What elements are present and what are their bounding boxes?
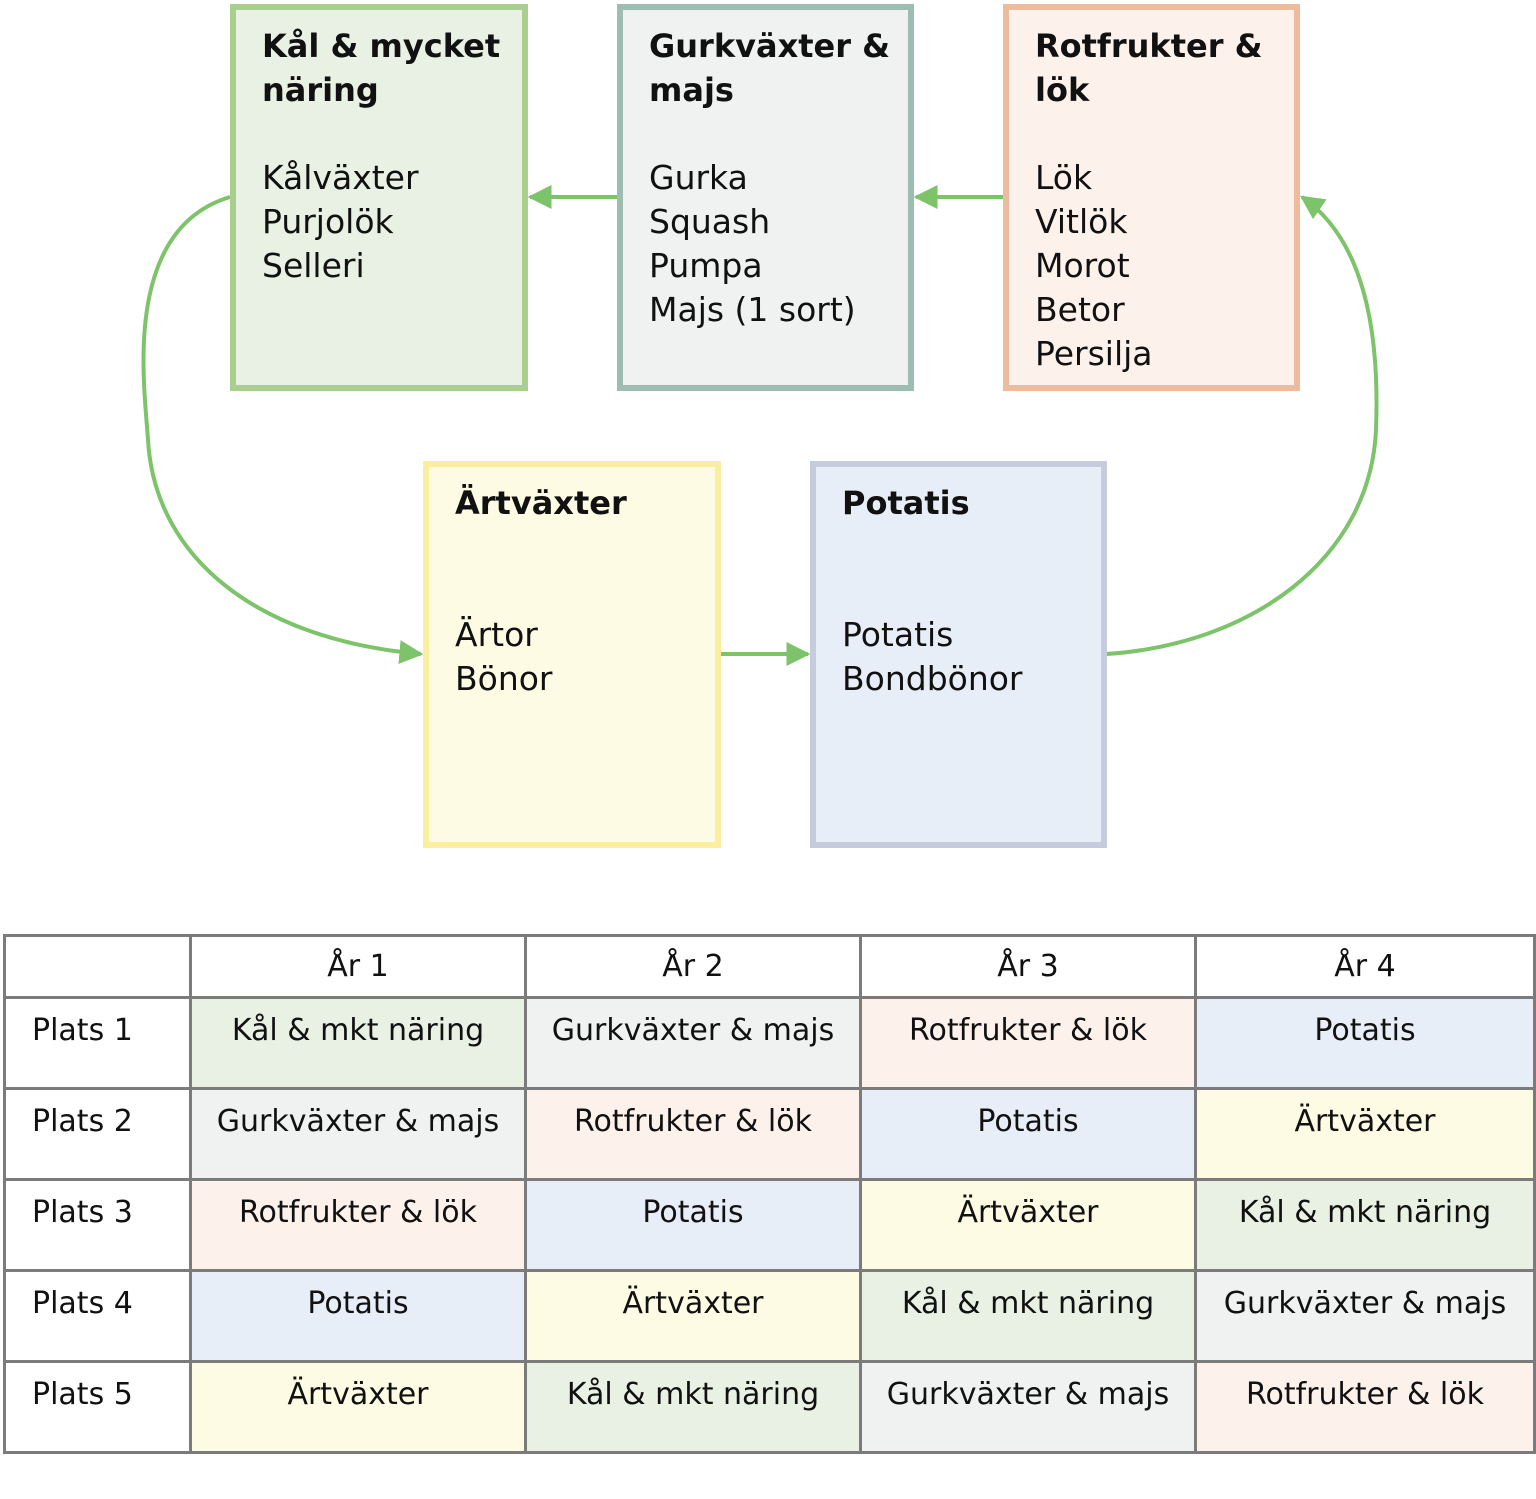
crop-cell: Ärtväxter <box>524 1269 862 1363</box>
box-title: Potatis <box>842 484 970 522</box>
box-item: Morot <box>1035 246 1130 285</box>
crop-cell: Kål & mkt näring <box>859 1269 1197 1363</box>
plats-label: Plats 2 <box>3 1087 192 1181</box>
arrow-pot-to-rot <box>1105 195 1379 656</box>
rotation-arrows <box>141 185 1379 666</box>
crop-cell: Potatis <box>859 1087 1197 1181</box>
box-item: Squash <box>649 202 771 241</box>
crop-cell: Rotfrukter & lök <box>859 996 1197 1090</box>
plats-label: Plats 3 <box>3 1178 192 1272</box>
crop-cell: Gurkväxter & majs <box>859 1360 1197 1454</box>
crop-cell: Ärtväxter <box>189 1360 527 1454</box>
box-item: Bönor <box>455 659 553 698</box>
box-title: Gurkväxter & majs <box>649 27 891 109</box>
crop-cell: Kål & mkt näring <box>189 996 527 1090</box>
box-item: Persilja <box>1035 334 1153 373</box>
box-item: Gurka <box>649 158 748 197</box>
crop-cell: Gurkväxter & majs <box>1194 1269 1536 1363</box>
crop-cell: Ärtväxter <box>859 1178 1197 1272</box>
year-header: År 3 <box>859 934 1197 999</box>
box-item: Potatis <box>842 615 954 654</box>
plats-label: Plats 4 <box>3 1269 192 1363</box>
box-item: Majs (1 sort) <box>649 290 856 329</box>
box-item: Ärtor <box>455 615 538 654</box>
corner-cell <box>3 934 192 999</box>
crop-cell: Kål & mkt näring <box>1194 1178 1536 1272</box>
box-item: Bondbönor <box>842 659 1023 698</box>
year-header: År 4 <box>1194 934 1536 999</box>
table-header-row: År 1 År 2 År 3 År 4 <box>3 934 1536 999</box>
crop-cell: Gurkväxter & majs <box>189 1087 527 1181</box>
crop-cell: Potatis <box>524 1178 862 1272</box>
crop-cell: Rotfrukter & lök <box>189 1178 527 1272</box>
plats-label: Plats 1 <box>3 996 192 1090</box>
plats-label: Plats 5 <box>3 1360 192 1454</box>
crop-cell: Rotfrukter & lök <box>1194 1360 1536 1454</box>
box-item: Selleri <box>262 246 365 285</box>
box-item: Lök <box>1035 158 1093 197</box>
box-item: Purjolök <box>262 202 394 241</box>
box-item: Kålväxter <box>262 158 419 197</box>
crop-cell: Potatis <box>1194 996 1536 1090</box>
crop-cell: Potatis <box>189 1269 527 1363</box>
crop-cell: Kål & mkt näring <box>524 1360 862 1454</box>
box-title: Rotfrukter & lök <box>1035 27 1263 109</box>
box-item: Betor <box>1035 290 1125 329</box>
crop-cell: Ärtväxter <box>1194 1087 1536 1181</box>
box-title: Ärtväxter <box>455 484 627 522</box>
year-header: År 2 <box>524 934 862 999</box>
crop-cell: Rotfrukter & lök <box>524 1087 862 1181</box>
box-item: Pumpa <box>649 246 763 285</box>
arrow-kal-to-art <box>141 195 424 665</box>
crop-cell: Gurkväxter & majs <box>524 996 862 1090</box>
box-title: Kål & mycket näring <box>262 27 501 109</box>
box-item: Vitlök <box>1035 202 1128 241</box>
year-header: År 1 <box>189 934 527 999</box>
